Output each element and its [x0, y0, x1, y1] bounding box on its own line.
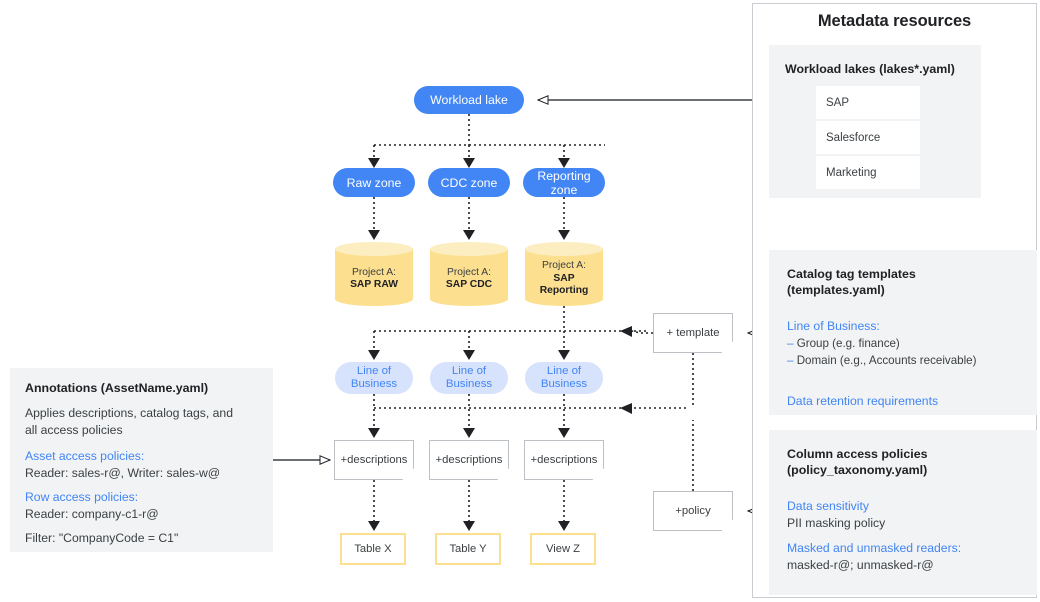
column-access-policies-card: Column access policies (policy_taxonomy.… — [769, 430, 1037, 595]
data-retention-group: Data retention requirements — [787, 393, 1027, 410]
arrowheads-zones — [368, 158, 570, 168]
annotations-title: Annotations (AssetName.yaml) — [25, 381, 209, 395]
project-name-line1: SAP — [553, 272, 575, 284]
note-descriptions-1[interactable]: +descriptions — [334, 440, 414, 480]
node-line-of-business-2[interactable]: Line of Business — [430, 362, 508, 394]
asset-table-y[interactable]: Table Y — [435, 533, 501, 565]
cylinder-top — [525, 242, 603, 256]
project-prefix: Project A: — [351, 266, 397, 278]
lob-line2: Business — [540, 378, 588, 390]
templates-bullet-1: – Group (e.g. finance) — [787, 335, 1027, 352]
cylinder-body — [335, 249, 413, 299]
wire-zones-to-projects — [373, 197, 565, 232]
note-descriptions-2[interactable]: +descriptions — [429, 440, 509, 480]
column-access-policies-heading: Column access policies (policy_taxonomy.… — [787, 446, 1022, 478]
node-line-of-business-1[interactable]: Line of Business — [335, 362, 413, 394]
database-project-sap-cdc[interactable]: Project A: SAP CDC — [430, 242, 508, 306]
lake-item-marketing[interactable]: Marketing — [816, 156, 920, 189]
asset-access-policies: Asset access policies: Reader: sales-r@,… — [25, 448, 265, 482]
node-workload-lake[interactable]: Workload lake — [414, 86, 524, 114]
workload-lakes-card: Workload lakes (lakes*.yaml) SAP Salesfo… — [769, 45, 981, 198]
data-sensitivity-group: Data sensitivity PII masking policy — [787, 498, 1027, 532]
data-sensitivity-label: Data sensitivity — [787, 499, 869, 513]
note-template[interactable]: + template — [653, 313, 733, 353]
node-line-of-business-3[interactable]: Line of Business — [525, 362, 603, 394]
data-retention-label: Data retention requirements — [787, 394, 939, 408]
node-cdc-zone[interactable]: CDC zone — [428, 168, 510, 197]
annotations-description-line2: all access policies — [25, 423, 123, 437]
project-prefix: Project A: — [446, 266, 492, 278]
policies-heading-line2: (policy_taxonomy.yaml) — [787, 463, 928, 477]
arrowheads-projects — [368, 230, 570, 240]
cylinder-body — [430, 249, 508, 299]
project-name: SAP RAW — [350, 279, 398, 290]
row-access-policies-value: Reader: company-c1-r@ — [25, 507, 159, 521]
lake-item-salesforce[interactable]: Salesforce — [816, 121, 920, 154]
annotations-filter: Filter: "CompanyCode = C1" — [25, 530, 265, 547]
bullet-marker: – — [787, 354, 794, 367]
wire-lake-to-zones — [373, 114, 605, 160]
lob-line1: Line of — [546, 365, 582, 377]
lob-line2: Business — [445, 378, 493, 390]
templates-heading-line1: Catalog tag templates — [787, 267, 916, 281]
masked-readers-value: masked-r@; unmasked-r@ — [787, 558, 934, 572]
asset-access-policies-value: Reader: sales-r@, Writer: sales-w@ — [25, 466, 221, 480]
wire-descriptions-to-assets — [373, 480, 565, 523]
lob-line1: Line of — [356, 365, 392, 377]
wire-template-to-bus — [620, 326, 653, 337]
cylinder-top — [430, 242, 508, 256]
note-policy[interactable]: +policy — [653, 491, 733, 531]
cylinder-label: Project A: SAP Reporting — [525, 254, 603, 304]
lake-item-sap[interactable]: SAP — [816, 86, 920, 119]
reporting-zone-line2: zone — [550, 182, 578, 197]
database-project-sap-reporting[interactable]: Project A: SAP Reporting — [525, 242, 603, 306]
reporting-zone-line1: Reporting — [537, 168, 591, 183]
workload-lakes-heading: Workload lakes (lakes*.yaml) — [785, 62, 955, 76]
templates-heading-line2: (templates.yaml) — [787, 283, 885, 297]
project-name-line2: Reporting — [539, 285, 589, 297]
templates-bullet-1-text: Group (e.g. finance) — [796, 337, 900, 350]
lob-line2: Business — [350, 378, 398, 390]
lob-line1: Line of — [451, 365, 487, 377]
masked-readers-label: Masked and unmasked readers: — [787, 541, 962, 555]
project-prefix: Project A: — [541, 260, 587, 272]
masked-readers-group: Masked and unmasked readers: masked-r@; … — [787, 540, 1027, 574]
asset-table-x[interactable]: Table X — [340, 533, 406, 565]
metadata-resources-title: Metadata resources — [817, 12, 972, 30]
arrowheads-assets — [368, 521, 570, 531]
annotations-description-line1: Applies descriptions, catalog tags, and — [25, 406, 233, 420]
bullet-marker: – — [787, 337, 794, 350]
catalog-tag-templates-heading: Catalog tag templates (templates.yaml) — [787, 266, 1022, 298]
catalog-tag-templates-card: Catalog tag templates (templates.yaml) L… — [769, 250, 1037, 415]
cylinder-label: Project A: SAP RAW — [335, 254, 413, 304]
asset-view-z[interactable]: View Z — [530, 533, 596, 565]
arrowhead-policy-bus — [620, 403, 632, 414]
annotations-description: Applies descriptions, catalog tags, and … — [25, 405, 265, 439]
wire-project-to-template-bus — [373, 306, 648, 352]
asset-access-policies-label: Asset access policies: — [25, 449, 145, 463]
data-sensitivity-value: PII masking policy — [787, 516, 886, 530]
note-descriptions-3[interactable]: +descriptions — [524, 440, 604, 480]
row-access-policies: Row access policies: Reader: company-c1-… — [25, 489, 265, 523]
templates-bullet-2-text: Domain (e.g., Accounts receivable) — [796, 354, 977, 367]
row-access-policies-label: Row access policies: — [25, 490, 139, 504]
templates-bullet-2: – Domain (e.g., Accounts receivable) — [787, 352, 1027, 369]
cylinder-label: Project A: SAP CDC — [430, 254, 508, 304]
arrowheads-descriptions — [368, 428, 570, 438]
arrowheads-lob — [368, 350, 570, 360]
line-of-business-label: Line of Business: — [787, 319, 880, 333]
cylinder-body — [525, 249, 603, 299]
project-name: SAP CDC — [445, 279, 493, 290]
database-project-sap-raw[interactable]: Project A: SAP RAW — [335, 242, 413, 306]
annotations-panel: Annotations (AssetName.yaml) Applies des… — [10, 368, 273, 552]
annotations-filter-value: Filter: "CompanyCode = C1" — [25, 531, 179, 545]
node-reporting-zone[interactable]: Reporting zone — [523, 168, 605, 197]
line-of-business-group: Line of Business: – Group (e.g. finance)… — [787, 318, 1027, 369]
policies-heading-line1: Column access policies — [787, 447, 928, 461]
node-raw-zone[interactable]: Raw zone — [333, 168, 415, 197]
cylinder-top — [335, 242, 413, 256]
wire-lob-to-descriptions — [373, 394, 688, 430]
